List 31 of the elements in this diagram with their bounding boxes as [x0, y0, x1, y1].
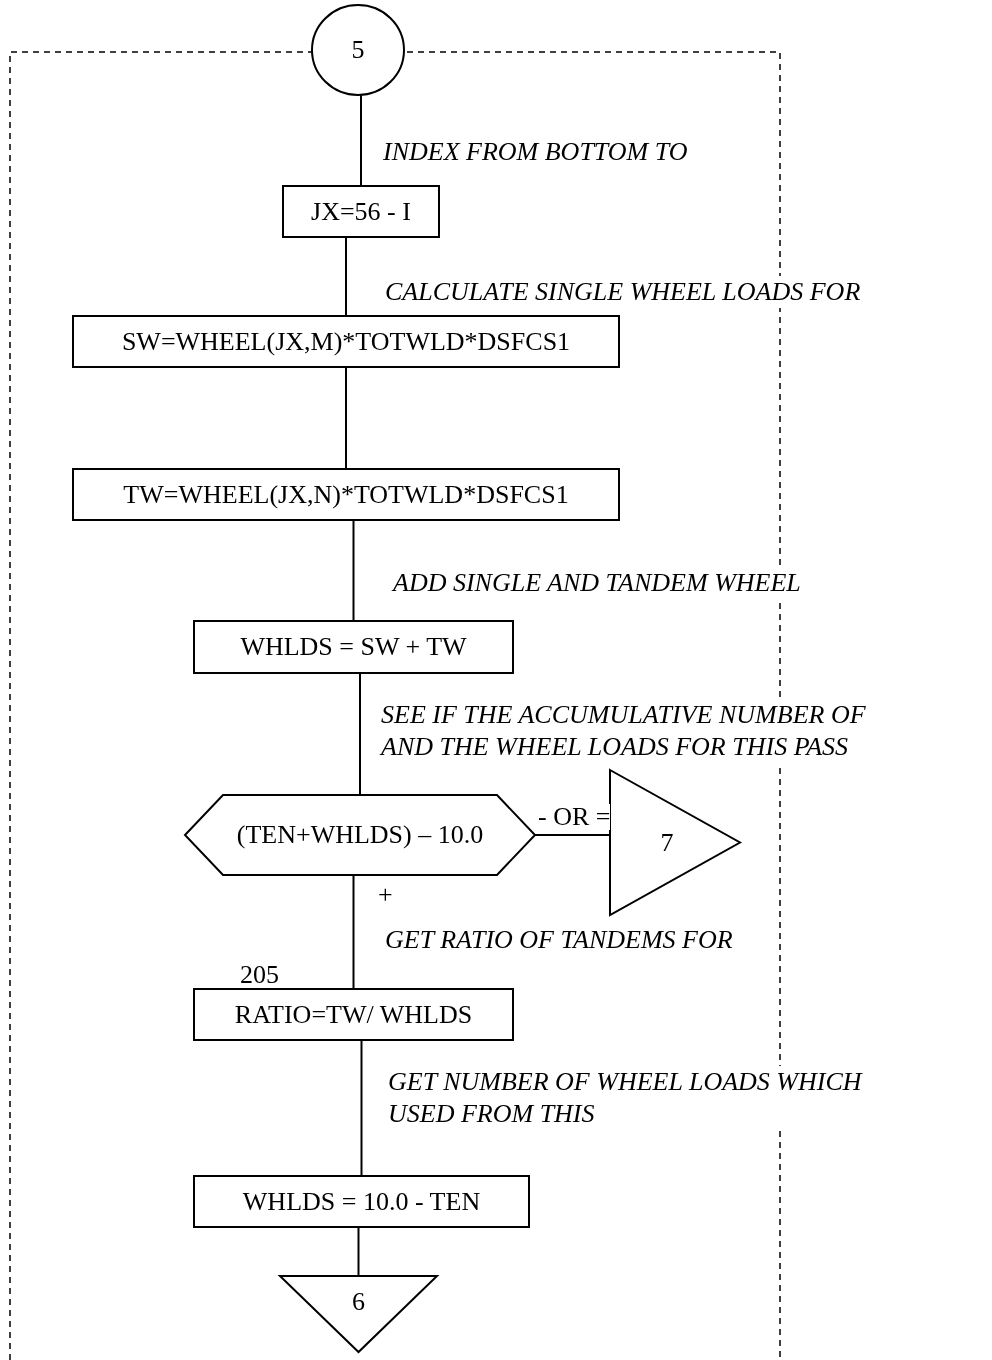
process-box	[193, 1175, 530, 1228]
step-number: 205	[240, 962, 279, 988]
node-text: WHLDS = SW + TW	[240, 632, 467, 662]
node-text: (TEN+WHLDS) – 10.0	[236, 820, 484, 850]
connector-line	[352, 520, 355, 621]
node-text: 5	[351, 35, 365, 65]
node-text: WHLDS = 10.0 - TEN	[242, 1186, 481, 1217]
annotation-note: ADD SINGLE AND TANDEM WHEEL	[393, 567, 801, 599]
connector-line	[360, 94, 362, 186]
connector-line	[357, 1227, 360, 1277]
node-text: TW=WHEEL(JX,N)*TOTWLD*DSFCS1	[123, 479, 569, 510]
node-text: RATIO=TW/ WHLDS	[234, 999, 473, 1030]
connector-line	[359, 673, 361, 796]
node-text: JX=56 - I	[311, 196, 411, 227]
decision-hexagon	[185, 795, 535, 875]
node-text: SW=WHEEL(JX,M)*TOTWLD*DSFCS1	[121, 326, 571, 357]
connector-line	[345, 237, 347, 316]
process-box	[193, 620, 514, 674]
annotation-note: CALCULATE SINGLE WHEEL LOADS FOR	[385, 276, 861, 308]
offpage-connector-triangle	[280, 1276, 437, 1352]
connector-line	[534, 834, 611, 836]
edge-label: - OR =	[538, 804, 611, 830]
node-text: 6	[352, 1287, 365, 1317]
process-box	[72, 468, 620, 521]
process-box	[72, 315, 620, 368]
connector-line	[345, 367, 347, 469]
node-text: 7	[660, 827, 674, 858]
connector-line	[360, 1040, 363, 1176]
offpage-connector-triangle	[610, 770, 740, 915]
process-box	[282, 185, 440, 238]
connector-line	[352, 874, 355, 989]
